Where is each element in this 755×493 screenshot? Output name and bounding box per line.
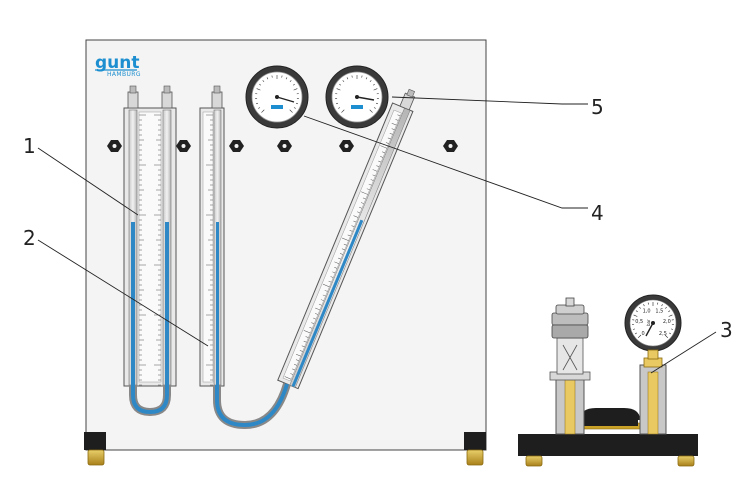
callout-2: 2 [23, 228, 36, 248]
callout-5: 5 [591, 97, 604, 117]
test-gauge-tick-label: 2,5 [659, 331, 667, 337]
u-tube-manometer [124, 86, 176, 412]
test-gauge-tick-label: 1,5 [655, 309, 663, 315]
test-gauge-tick-label: 0 [642, 331, 645, 337]
test-gauge-unit: bar [646, 319, 651, 326]
test-gauge-tick-label: 1,0 [643, 309, 651, 315]
deadweight-tester: 0 0,51,0 1,52,0 2,5 bar [518, 295, 698, 466]
panel-gauge-left [246, 66, 308, 128]
logo-city: HAMBURG [107, 71, 141, 78]
callout-1: 1 [23, 136, 36, 156]
test-gauge-tick-label: 0,5 [635, 319, 643, 325]
test-gauge-tick-label: 2,0 [663, 319, 671, 325]
callout-3: 3 [720, 320, 733, 340]
panel-gauge-right [326, 66, 388, 128]
callout-4: 4 [591, 203, 604, 223]
